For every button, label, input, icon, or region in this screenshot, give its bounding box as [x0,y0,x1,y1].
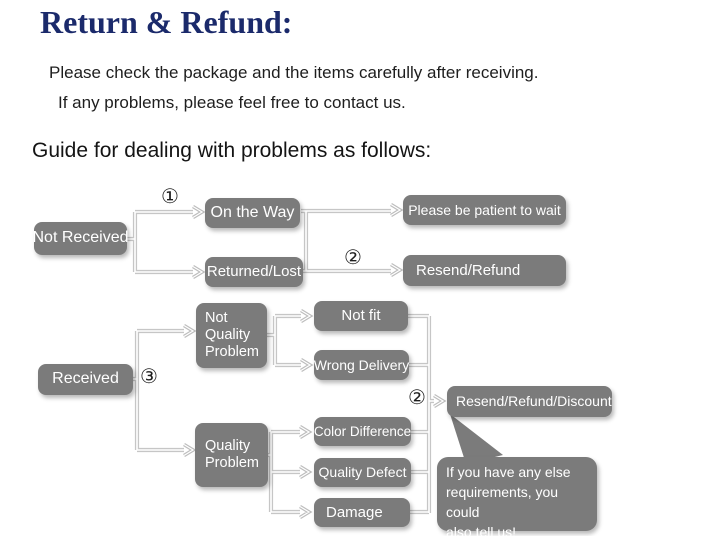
node-quality-defect: Quality Defect [314,458,411,487]
node-color-difference: Color Difference [314,417,411,446]
node-quality-problem: Quality Problem [195,423,268,487]
step-marker-2-shipping: ② [344,245,362,269]
node-not-fit: Not fit [314,301,408,331]
node-resend-refund-discount: Resend/Refund/Discount [447,386,612,417]
step-marker-2-received: ② [408,385,426,409]
node-wrong-delivery: Wrong Delivery [314,350,409,380]
node-not-quality-problem: Not Quality Problem [196,303,267,368]
step-marker-1: ① [161,184,179,208]
node-please-be-patient: Please be patient to wait [403,195,566,225]
node-on-the-way: On the Way [205,198,300,228]
node-received: Received [38,364,133,395]
node-not-received: Not Received [32,222,129,255]
subtitle-line-1: Please check the package and the items c… [49,63,539,82]
note-bubble-tail [450,414,503,464]
step-marker-3: ③ [140,364,158,388]
node-resend-refund: Resend/Refund [403,255,566,286]
note-bubble: If you have any else requirements, you c… [437,457,597,536]
subtitle-line-2: If any problems, please feel free to con… [58,93,406,112]
node-returned-lost: Returned/Lost [205,257,303,287]
node-damage: Damage [314,498,410,527]
page-title: Return & Refund: [40,4,293,40]
guide-heading: Guide for dealing with problems as follo… [32,139,432,162]
